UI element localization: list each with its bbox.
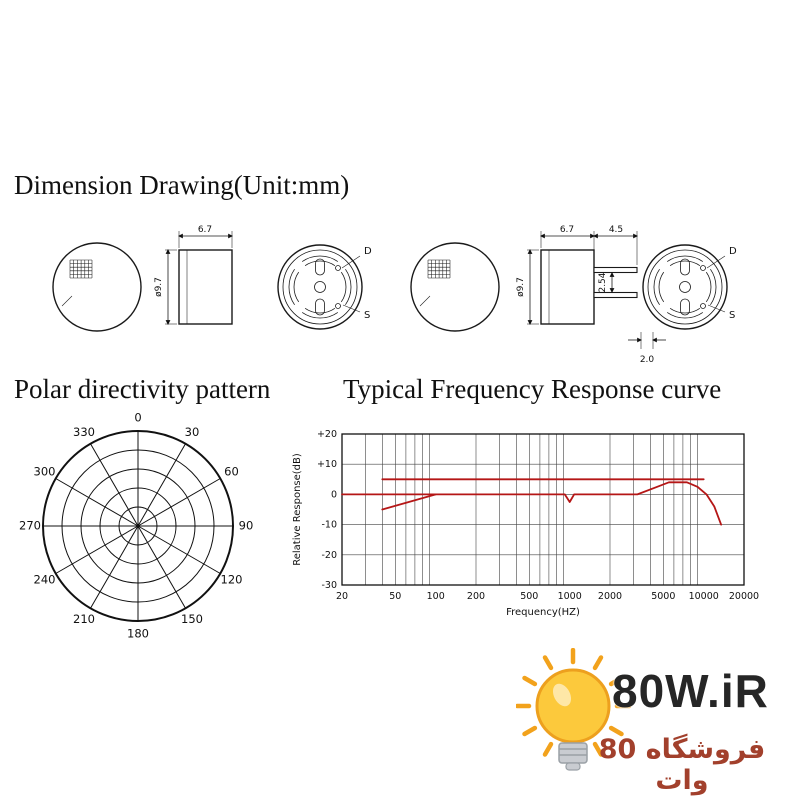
svg-text:-10: -10 [321,520,337,531]
svg-text:-20: -20 [321,550,337,561]
svg-text:1000: 1000 [558,591,582,602]
unit-b-pin-length-label: 4.5 [609,225,623,235]
svg-text:210: 210 [73,612,95,626]
unit-b-diameter-label: ø9.7 [516,277,526,297]
bulb-base [558,742,588,771]
svg-text:+10: +10 [317,459,337,470]
svg-text:+20: +20 [317,429,337,440]
svg-text:Relative Response(dB): Relative Response(dB) [292,453,303,566]
svg-text:60: 60 [224,465,239,479]
svg-text:20: 20 [336,591,348,602]
svg-text:500: 500 [520,591,538,602]
svg-text:200: 200 [467,591,485,602]
unit-b-back-view: D S [642,244,737,330]
svg-text:300: 300 [34,465,56,479]
svg-text:90: 90 [239,519,254,533]
svg-text:180: 180 [127,627,149,641]
polar-directivity-chart: 0 30 60 90 120 150 180 210 240 270 300 330 [19,411,254,641]
unit-b-terminal-s-label: S [729,310,735,321]
svg-text:330: 330 [73,425,95,439]
svg-text:20000: 20000 [729,591,759,602]
svg-text:0: 0 [331,489,337,500]
svg-text:100: 100 [427,591,445,602]
unit-a-diameter-label: ø9.7 [154,277,164,297]
unit-a-back-view: D S [277,244,372,330]
unit-a-terminal-d-label: D [364,246,372,257]
polar-section-title: Polar directivity pattern [14,374,271,404]
unit-b-terminal-d-label: D [729,246,737,257]
svg-text:5000: 5000 [651,591,675,602]
svg-text:2000: 2000 [598,591,622,602]
dimension-section-title: Dimension Drawing(Unit:mm) [14,170,350,200]
unit-b-side-view: 6.7 4.5 ø9.7 2.54 2.0 [516,225,666,365]
svg-text:150: 150 [181,612,203,626]
dimension-drawing: 6.7 ø9.7 D S [52,225,737,365]
brand-caption: فروشگاه 80 وات [598,734,766,796]
svg-text:-30: -30 [321,580,337,591]
light-bulb-icon [516,648,632,771]
unit-b-pin-width-label: 2.0 [640,355,655,365]
unit-a-front-view [52,242,142,332]
unit-a-side-view: 6.7 ø9.7 [154,225,233,325]
svg-text:0: 0 [134,411,141,425]
svg-text:10000: 10000 [689,591,719,602]
bulb-rays [516,648,632,757]
frequency-section-title: Typical Frequency Response curve [343,374,722,404]
unit-b-front-view [410,242,500,332]
brand-text: 80W.iR [612,665,769,717]
unit-a-width-label: 6.7 [198,225,212,235]
svg-text:30: 30 [185,425,200,439]
unit-b-width-label: 6.7 [560,225,574,235]
unit-a-terminal-s-label: S [364,310,370,321]
svg-text:50: 50 [389,591,401,602]
svg-text:120: 120 [221,573,243,587]
svg-text:270: 270 [19,519,41,533]
unit-b-pin-pitch-label: 2.54 [598,272,608,292]
svg-text:Frequency(HZ): Frequency(HZ) [506,607,580,618]
svg-text:240: 240 [34,573,56,587]
